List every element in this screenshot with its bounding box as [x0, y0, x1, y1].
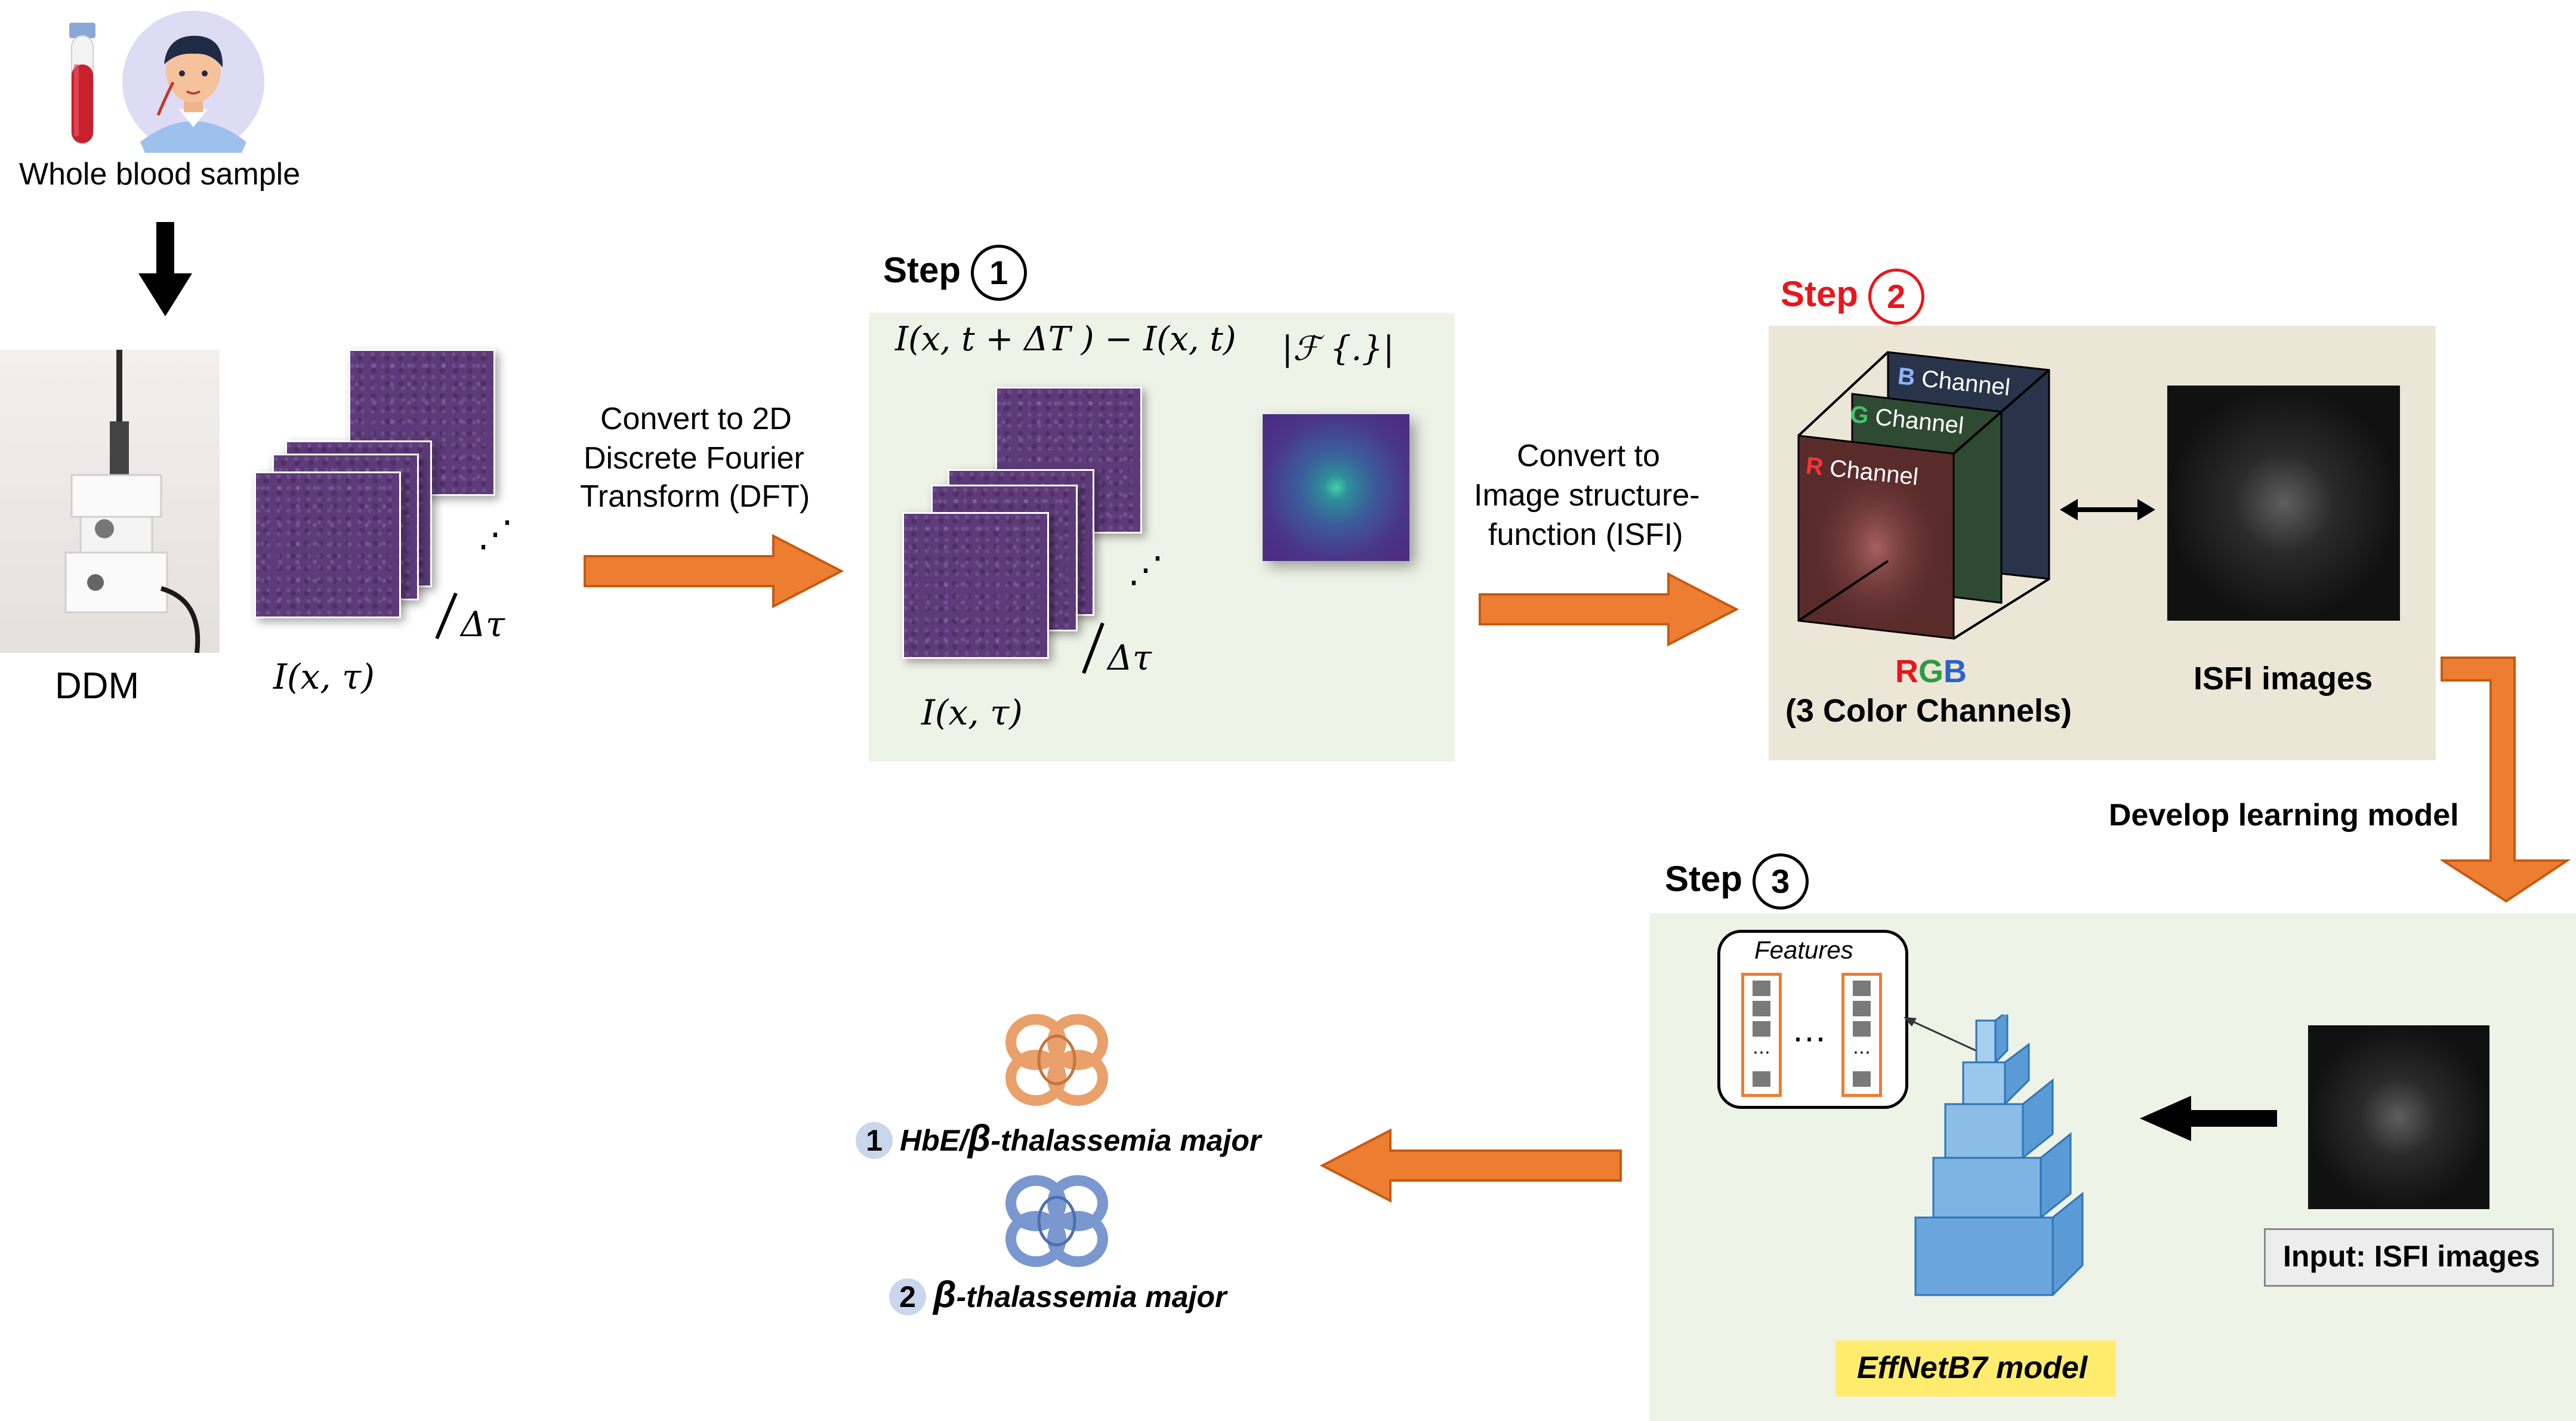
fourier-image	[1263, 414, 1409, 561]
step1-slash	[1081, 622, 1105, 674]
outcome-1-prefix: HbE/	[900, 1124, 968, 1157]
outcome-1-beta: β	[967, 1118, 991, 1159]
model-label: EffNetB7 model	[1857, 1351, 2088, 1385]
step1-label: Step	[883, 249, 961, 290]
feature-column: ⋯	[1741, 973, 1782, 1097]
outcome-2-suffix: -thalassemia major	[956, 1280, 1227, 1314]
arrow2-text-1: Convert to	[1517, 439, 1660, 473]
input-isfi-image	[2308, 1025, 2489, 1209]
develop-label: Develop learning model	[2109, 798, 2459, 833]
input-label-box	[2264, 1228, 2554, 1287]
step3-title: Step 3	[1665, 853, 1809, 910]
channel-b-letter: B	[1896, 363, 1917, 392]
arrow1-text-3: Transform (DFT)	[580, 479, 810, 514]
model-label-box	[1835, 1340, 2116, 1397]
features-title: Features	[1754, 936, 1853, 964]
person-avatar	[122, 11, 264, 153]
rgb-cube	[1793, 346, 2055, 645]
black-arrow-left	[2140, 1095, 2277, 1142]
stack-slash	[434, 592, 458, 640]
down-arrow	[138, 222, 192, 318]
effnet-model-shape	[1909, 1009, 2148, 1301]
rgb-caption: (3 Color Channels)	[1785, 693, 2072, 729]
isfi-image	[2167, 386, 2400, 621]
channel-g-letter: G	[1849, 401, 1870, 430]
step1-stack-formula: I(x, τ)	[921, 692, 1023, 733]
channel-r-letter: R	[1804, 452, 1825, 481]
sample-label: Whole blood sample	[19, 157, 301, 192]
step1-diff-formula: I(x, t + ΔT ) − I(x, t)	[895, 320, 1236, 359]
speckle-frame	[254, 471, 401, 618]
step2-number: 2	[1868, 269, 1924, 325]
protein-blue-icon	[1000, 1167, 1113, 1275]
arrow2-text-2: Image structure-	[1474, 478, 1700, 513]
ddm-label: DDM	[55, 665, 140, 707]
step1-title: Step 1	[883, 245, 1027, 301]
speckle-frame	[902, 512, 1049, 659]
arrow1-text-1: Convert to 2D	[600, 402, 792, 436]
step1-delta-tau: Δτ	[1107, 637, 1152, 678]
step1-fourier-formula: |ℱ {.}|	[1282, 329, 1395, 368]
rgb-g: G	[1918, 654, 1944, 689]
step1-dots: ⋰	[1128, 549, 1164, 591]
input-label: Input: ISFI images	[2283, 1240, 2540, 1273]
double-arrow	[2060, 497, 2155, 523]
outcome-2-beta: β	[933, 1274, 957, 1315]
stack-delta-tau: Δτ	[461, 604, 505, 645]
stack-formula: I(x, τ)	[273, 656, 375, 697]
orange-arrow-right	[582, 532, 845, 610]
ddm-device-photo	[0, 350, 220, 654]
outcome-2-number: 2	[889, 1278, 926, 1315]
blood-tube-icon	[64, 23, 100, 151]
isfi-caption: ISFI images	[2194, 661, 2373, 696]
arrow1-text-2: Discrete Fourier	[584, 441, 804, 476]
step2-title: Step 2	[1781, 269, 1924, 325]
arrow2-text-3: function (ISFI)	[1488, 517, 1683, 552]
step1-number: 1	[970, 245, 1027, 301]
feature-pointer-arrow	[1901, 1016, 1988, 1058]
outcome-1-suffix: -thalassemia major	[991, 1124, 1261, 1157]
step3-number: 3	[1752, 853, 1809, 910]
orange-arrow-left	[1319, 1127, 1623, 1204]
step3-label: Step	[1665, 858, 1743, 899]
orange-arrow-right	[1477, 571, 1740, 648]
svg-text:⋯: ⋯	[1853, 1042, 1871, 1063]
features-dots: …	[1791, 1009, 1827, 1049]
stack-dots: ⋰	[477, 513, 513, 555]
rgb-label: RGB	[1895, 653, 1967, 690]
step2-label: Step	[1781, 273, 1859, 314]
protein-orange-icon	[1000, 1006, 1113, 1114]
rgb-r: R	[1895, 654, 1918, 689]
feature-column: ⋯	[1841, 973, 1882, 1097]
svg-text:⋯: ⋯	[1753, 1042, 1770, 1063]
orange-elbow-arrow	[2439, 656, 2575, 904]
outcome-1-number: 1	[856, 1122, 893, 1159]
rgb-b: B	[1943, 654, 1967, 689]
